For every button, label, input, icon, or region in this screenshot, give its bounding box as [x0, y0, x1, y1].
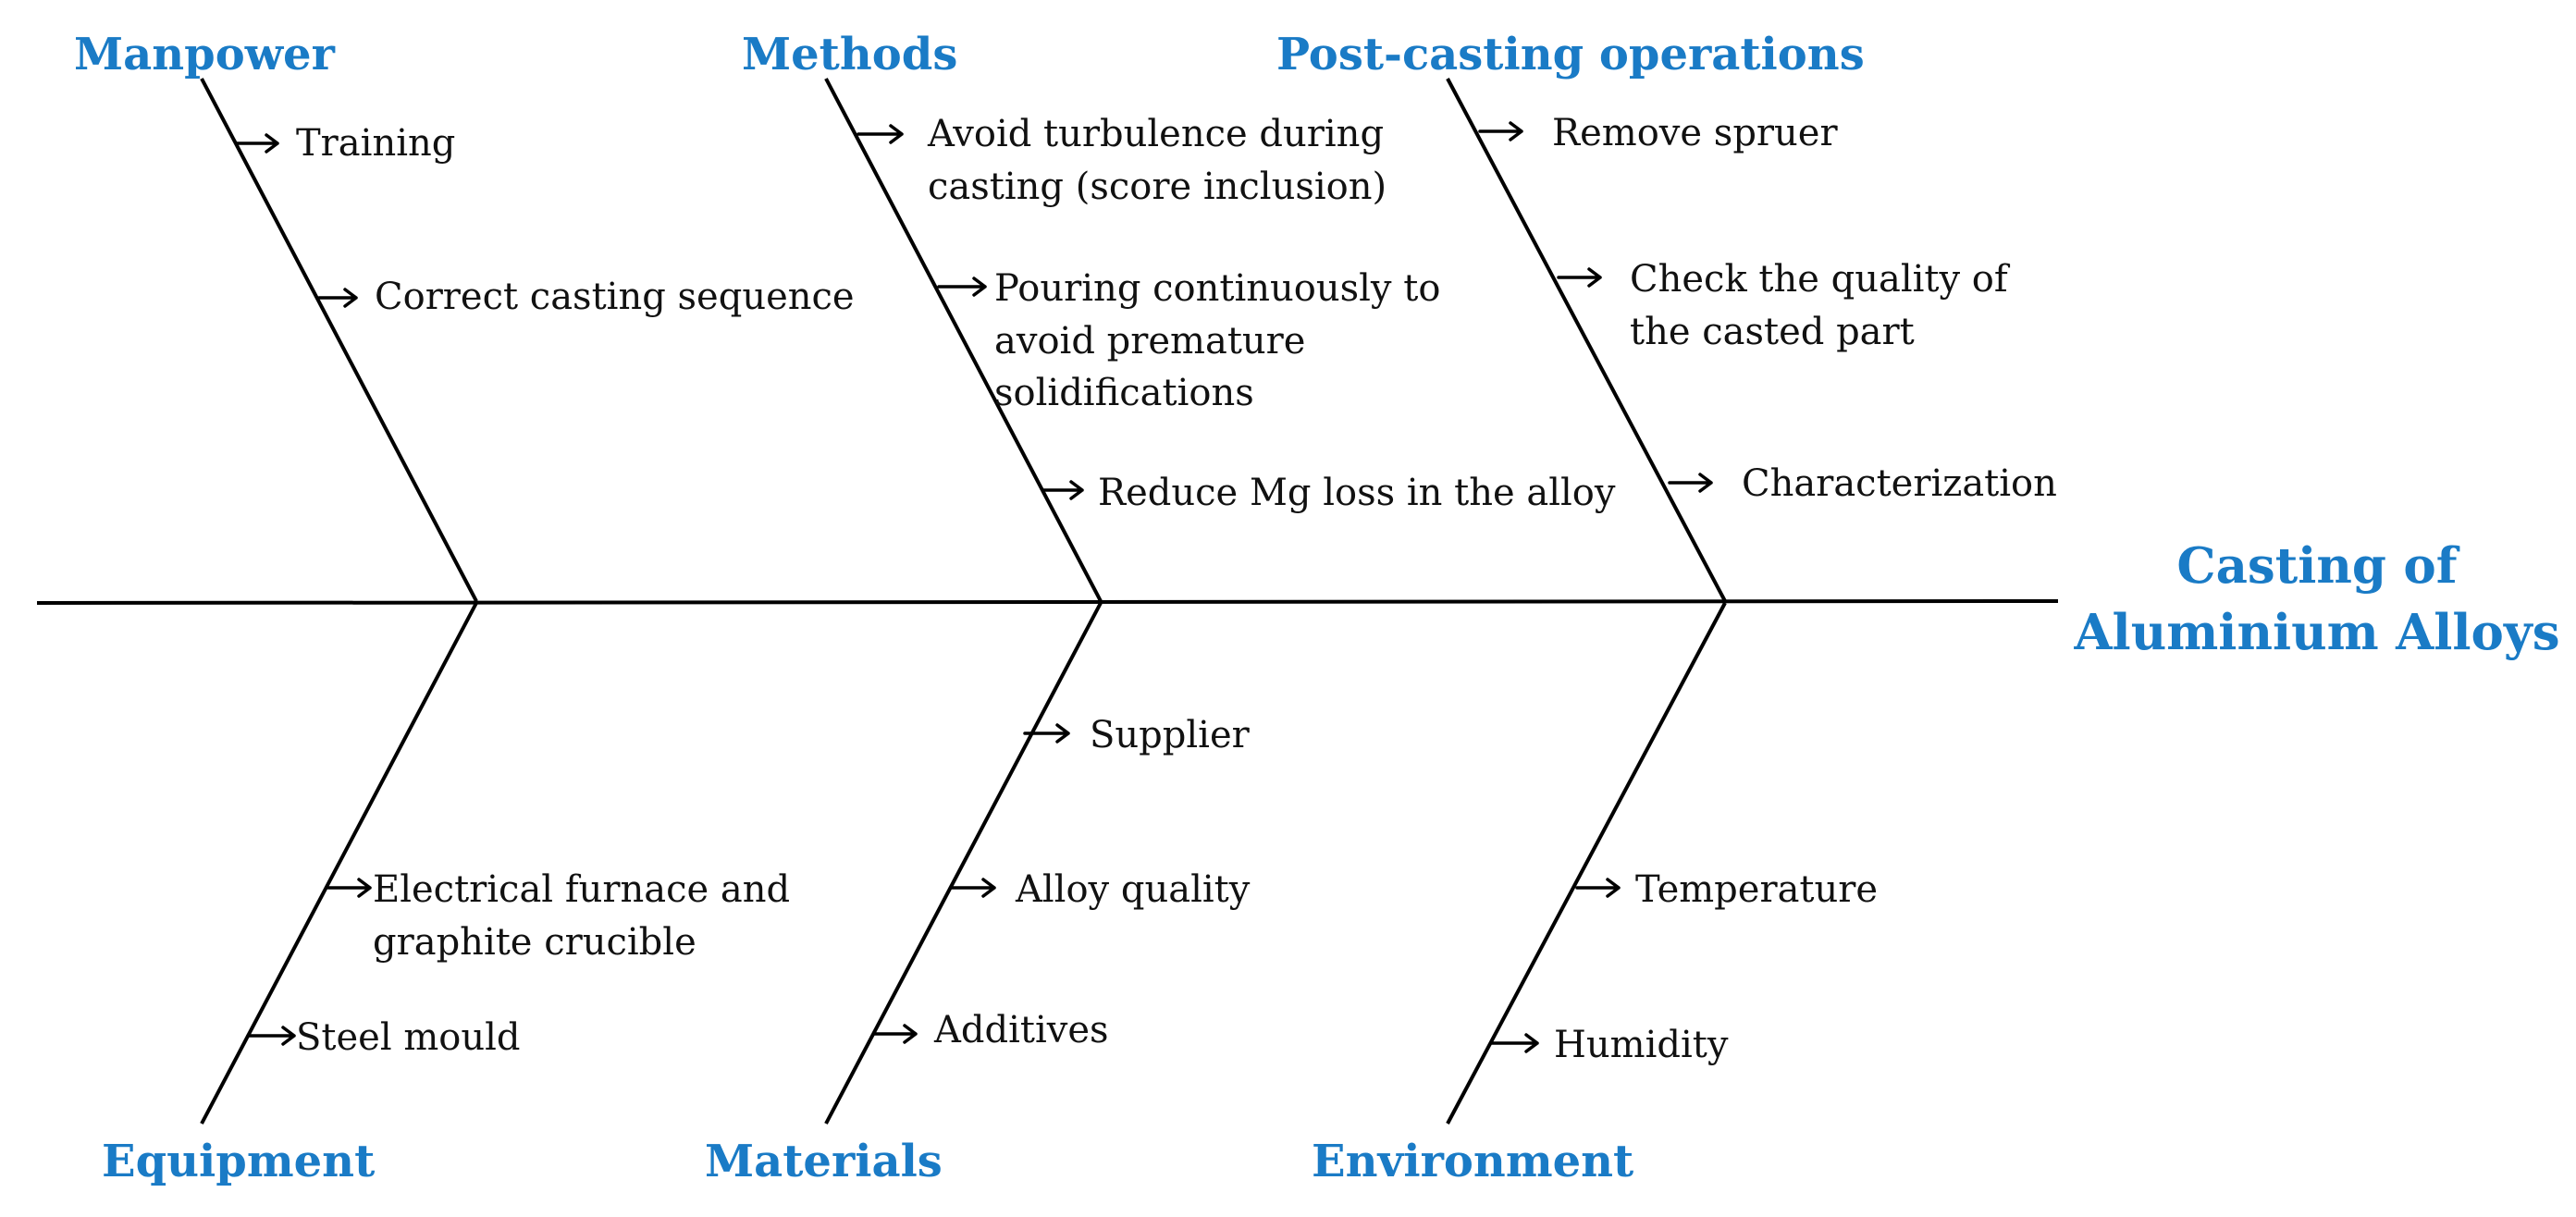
category-materials: Materials Supplier Alloy quality Additiv… [705, 602, 1251, 1187]
arrow-icon [1041, 480, 1084, 500]
bone-methods [824, 78, 1103, 602]
cause-alloy-quality: Alloy quality [1015, 868, 1251, 911]
category-post-casting: Post-casting operations Remove spruer Ch… [1276, 29, 2057, 602]
cause-avoid-turbulence-line2: casting (score inclusion) [928, 166, 1387, 208]
category-environment: Environment Temperature Humidity [1312, 602, 1878, 1187]
category-label-materials: Materials [705, 1136, 943, 1187]
cause-temperature: Temperature [1635, 868, 1878, 911]
cause-check-quality-line1: Check the quality of [1630, 258, 2011, 301]
cause-training: Training [296, 122, 455, 165]
category-manpower: Manpower Training Correct casting sequen… [74, 29, 855, 602]
cause-additives: Additives [933, 1009, 1109, 1051]
cause-remove-spruer: Remove spruer [1552, 112, 1838, 154]
cause-characterization: Characterization [1742, 462, 2057, 505]
arrow-icon [1575, 878, 1621, 898]
cause-pouring-continuously-line2: avoid premature [994, 320, 1305, 363]
bone-manpower [200, 78, 478, 602]
category-label-manpower: Manpower [74, 29, 336, 80]
arrow-icon [1478, 121, 1523, 141]
arrow-icon [234, 133, 279, 154]
cause-check-quality-line2: the casted part [1630, 311, 1915, 353]
arrow-icon [1668, 473, 1713, 493]
category-label-post-casting: Post-casting operations [1276, 29, 1865, 80]
category-label-environment: Environment [1312, 1136, 1633, 1187]
spine [36, 599, 2059, 605]
arrow-icon [317, 288, 358, 308]
arrow-icon [937, 277, 987, 297]
cause-pouring-continuously-line3: solidifications [994, 372, 1254, 414]
bone-post-casting [1446, 78, 1727, 602]
cause-pouring-continuously-line1: Pouring continuously to [994, 267, 1440, 310]
effect-title-line2: Aluminium Alloys [2073, 604, 2559, 661]
bone-materials [824, 602, 1103, 1125]
arrow-icon [872, 1024, 918, 1044]
category-label-equipment: Equipment [102, 1136, 375, 1187]
cause-supplier: Supplier [1090, 714, 1251, 756]
cause-correct-casting-sequence: Correct casting sequence [375, 276, 855, 318]
category-label-methods: Methods [742, 29, 957, 80]
cause-avoid-turbulence-line1: Avoid turbulence during [927, 113, 1384, 155]
arrow-icon [1557, 267, 1602, 288]
category-methods: Methods Avoid turbulence during casting … [742, 29, 1616, 602]
arrow-icon [1023, 723, 1070, 744]
effect-title-line1: Casting of [2176, 537, 2459, 595]
bone-environment [1446, 602, 1727, 1125]
arrow-icon [327, 878, 372, 898]
cause-electrical-furnace-line1: Electrical furnace and [373, 868, 790, 911]
arrow-icon [246, 1026, 296, 1046]
cause-electrical-furnace-line2: graphite crucible [373, 921, 696, 964]
cause-humidity: Humidity [1554, 1024, 1729, 1066]
arrow-icon [857, 124, 904, 144]
category-equipment: Equipment Electrical furnace and graphit… [102, 602, 790, 1187]
arrow-icon [949, 878, 996, 898]
cause-reduce-mg-loss: Reduce Mg loss in the alloy [1098, 472, 1616, 514]
cause-steel-mould: Steel mould [296, 1016, 521, 1059]
arrow-icon [1489, 1033, 1539, 1053]
